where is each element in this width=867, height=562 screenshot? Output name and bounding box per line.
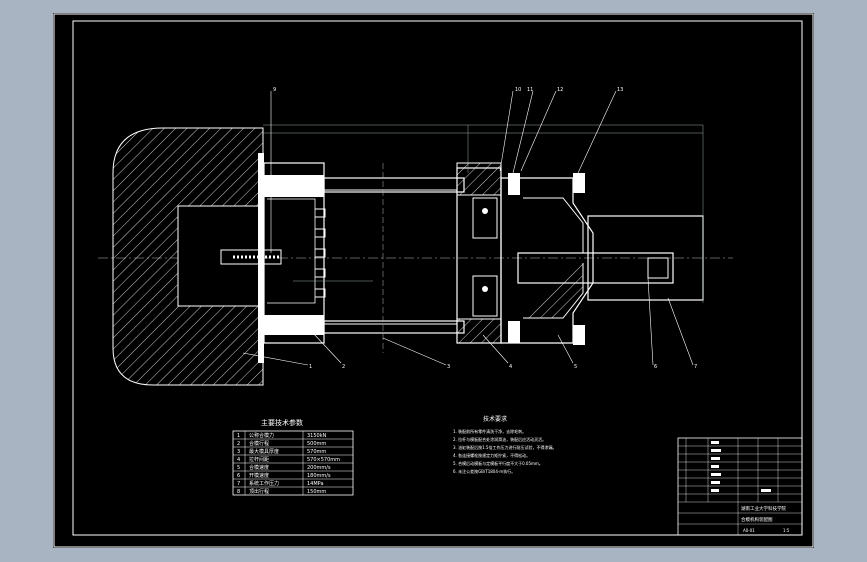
svg-text:开模速度: 开模速度 xyxy=(249,472,269,479)
pin-bottom-icon xyxy=(482,286,488,292)
leader-number: 4 xyxy=(509,364,512,370)
tech-req-line: 6. 未注公差按GB/T1804-m执行。 xyxy=(453,468,515,474)
leader-number: 7 xyxy=(694,364,697,370)
tech-req-title: 技术要求 xyxy=(483,415,507,423)
technical-requirements: 技术要求 1. 装配前所有零件清洗干净，去除毛刺。 2. 拉杆与模板配合处涂润滑… xyxy=(453,415,556,474)
svg-text:150mm: 150mm xyxy=(307,489,326,495)
leaders-bottom xyxy=(242,277,694,366)
title-drawing-no: A0-01 xyxy=(743,528,755,533)
rod-end xyxy=(647,257,669,279)
nut-right-bottom xyxy=(508,321,520,343)
linkage-upper xyxy=(523,197,584,253)
svg-text:3: 3 xyxy=(237,449,240,455)
inner-frame xyxy=(72,20,803,536)
leader-number: 2 xyxy=(342,364,345,370)
svg-text:4: 4 xyxy=(237,457,240,463)
svg-text:合模行程: 合模行程 xyxy=(249,440,269,447)
title-scale: 1:5 xyxy=(783,528,790,533)
tech-req-line: 3. 油缸装配后按1.5倍工作压力进行耐压试验，不得渗漏。 xyxy=(453,444,556,450)
svg-text:500mm: 500mm xyxy=(307,441,326,447)
tech-req-line: 2. 拉杆与模板配合处涂润滑油，装配后应活动灵活。 xyxy=(453,436,546,442)
leader-number: 11 xyxy=(527,87,533,93)
svg-text:200mm/s: 200mm/s xyxy=(307,465,331,471)
svg-text:顶出行程: 顶出行程 xyxy=(249,488,269,495)
pin-top-icon xyxy=(482,208,488,214)
tie-rod-bottom xyxy=(323,320,465,334)
svg-text:180mm/s: 180mm/s xyxy=(307,473,331,479)
tie-rod-head-top xyxy=(264,175,324,197)
svg-text:最大模具厚度: 最大模具厚度 xyxy=(249,448,279,455)
mold-space xyxy=(323,189,458,325)
dimensions xyxy=(263,124,704,303)
svg-text:6: 6 xyxy=(237,473,240,479)
nut-right-top xyxy=(508,173,520,195)
svg-text:系统工作压力: 系统工作压力 xyxy=(249,480,279,487)
outer-frame xyxy=(53,13,814,548)
leader-number: 5 xyxy=(574,364,577,370)
leader-number: 9 xyxy=(273,87,276,93)
leader-number: 6 xyxy=(654,364,657,370)
svg-text:合模速度: 合模速度 xyxy=(249,464,269,471)
svg-text:570mm: 570mm xyxy=(307,449,326,455)
title-drawing-name: 合模机构装配图 xyxy=(741,516,773,523)
tech-req-line: 4. 各连接螺栓按规定力矩拧紧，不得松动。 xyxy=(453,452,530,458)
tech-req-line: 5. 合模后动模板与定模板平行度不大于0.05mm。 xyxy=(453,460,543,466)
part-numbers: 9 10 11 12 13 1 2 3 4 5 6 7 xyxy=(273,87,697,370)
bolt-head-bottom xyxy=(573,325,585,345)
mold-ribs xyxy=(315,208,326,298)
leader-number: 12 xyxy=(557,87,563,93)
leader-number: 3 xyxy=(447,364,450,370)
leader-number: 1 xyxy=(309,364,312,370)
title-block: 湖南工业大学科技学院 合模机构装配图 A0-01 1:5 xyxy=(677,437,803,536)
svg-text:8: 8 xyxy=(237,489,240,495)
bolt-head-top xyxy=(573,173,585,193)
ejector-block-bottom xyxy=(472,275,498,317)
nut-top xyxy=(456,162,502,196)
leader-number: 10 xyxy=(515,87,521,93)
linkage-lower xyxy=(523,263,584,319)
leader-number: 13 xyxy=(617,87,623,93)
spec-table-title: 主要技术参数 xyxy=(261,418,303,427)
title-school: 湖南工业大学科技学院 xyxy=(741,505,786,512)
left-bolt xyxy=(220,249,282,265)
svg-text:5: 5 xyxy=(237,465,240,471)
svg-text:14MPa: 14MPa xyxy=(307,481,324,487)
svg-text:公称合模力: 公称合模力 xyxy=(249,432,274,439)
svg-text:7: 7 xyxy=(237,481,240,487)
svg-text:3150kN: 3150kN xyxy=(307,433,327,439)
tech-req-line: 1. 装配前所有零件清洗干净，去除毛刺。 xyxy=(453,428,526,434)
drawing-sheet[interactable]: 9 10 11 12 13 1 2 3 4 5 6 7 主要技术参数 xyxy=(53,13,814,548)
piston-rod xyxy=(517,252,674,284)
svg-text:拉杆间距: 拉杆间距 xyxy=(249,456,269,463)
leaders-top xyxy=(270,90,617,253)
tie-rod-head-bottom xyxy=(264,315,324,335)
svg-text:1: 1 xyxy=(237,433,240,439)
ejector-block-top xyxy=(472,197,498,239)
platen-cavity xyxy=(267,198,316,304)
nut-bottom xyxy=(456,318,502,344)
assembly-drawing: 9 10 11 12 13 1 2 3 4 5 6 7 主要技术参数 xyxy=(53,13,814,548)
svg-text:2: 2 xyxy=(237,441,240,447)
svg-text:570×570mm: 570×570mm xyxy=(307,457,340,463)
